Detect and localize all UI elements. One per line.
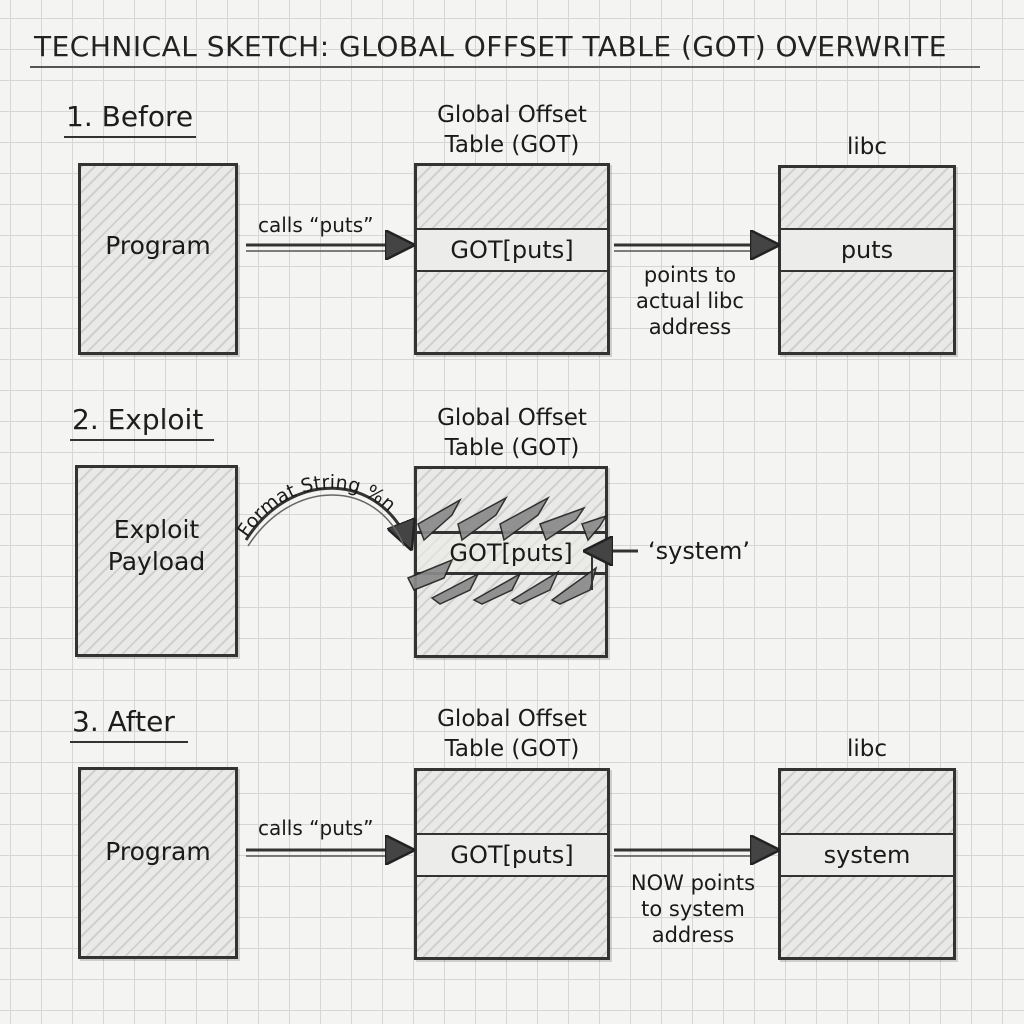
got-header-after: Global Offset Table (GOT) — [412, 704, 612, 764]
diagram-title: TECHNICAL SKETCH: GLOBAL OFFSET TABLE (G… — [34, 30, 947, 63]
libc-box-before: puts — [778, 165, 956, 355]
note-line3: address — [648, 315, 732, 339]
libc-header-before: libc — [846, 134, 888, 160]
note-line2: to system — [641, 897, 745, 921]
got-header-before: Global Offset Table (GOT) — [412, 100, 612, 160]
got-puts-slot: GOT[puts] — [417, 228, 607, 272]
arrow-format-string — [244, 486, 410, 546]
program-box-before: Program — [78, 163, 238, 355]
got-table-after: GOT[puts] — [414, 768, 610, 960]
libc-header-after: libc — [846, 736, 888, 762]
got-table-before: GOT[puts] — [414, 163, 610, 355]
payload-line1: Exploit — [113, 515, 200, 544]
section-exploit-underline — [70, 439, 214, 441]
title-underline — [30, 66, 980, 68]
arrow-program-to-got-after — [246, 850, 410, 856]
got-header-line2: Table (GOT) — [444, 736, 580, 762]
exploit-payload-box: Exploit Payload — [75, 465, 238, 657]
section-exploit-label: 2. Exploit — [72, 403, 204, 436]
arrow-got-to-libc-before — [614, 245, 775, 251]
libc-system-slot: system — [781, 833, 953, 877]
section-after-label: 3. After — [72, 705, 175, 738]
got-table-exploit: GOT[puts] — [414, 466, 608, 658]
now-points-note-after: NOW points to system address — [618, 870, 768, 948]
libc-puts-slot: puts — [781, 228, 953, 272]
got-puts-slot-overwritten: GOT[puts] — [417, 531, 605, 575]
section-before-underline — [64, 136, 196, 138]
section-before-label: 1. Before — [66, 100, 194, 133]
program-label: Program — [105, 231, 211, 260]
calls-puts-label-after: calls “puts” — [258, 816, 374, 840]
got-header-line2: Table (GOT) — [444, 132, 580, 158]
note-line2: actual libc — [636, 289, 744, 313]
arrow-got-to-libc-after — [614, 850, 775, 856]
got-header-line1: Global Offset — [437, 405, 587, 431]
got-header-line1: Global Offset — [437, 102, 587, 128]
note-line1: NOW points — [630, 871, 756, 895]
calls-puts-label-before: calls “puts” — [258, 213, 374, 237]
payload-label: Exploit Payload — [78, 514, 235, 578]
section-after-underline — [70, 741, 188, 743]
got-header-line1: Global Offset — [437, 706, 587, 732]
libc-box-after: system — [778, 768, 956, 960]
note-line1: points to — [643, 263, 737, 287]
arrow-program-to-got-before — [246, 245, 410, 251]
got-header-exploit: Global Offset Table (GOT) — [412, 403, 612, 463]
got-header-line2: Table (GOT) — [444, 435, 580, 461]
system-injected-value: ‘system’ — [648, 537, 751, 565]
format-string-label: Format String %n — [233, 471, 400, 541]
got-puts-slot: GOT[puts] — [417, 833, 607, 877]
points-to-note-before: points to actual libc address — [620, 262, 760, 340]
payload-line2: Payload — [107, 547, 206, 576]
note-line3: address — [651, 923, 735, 947]
program-box-after: Program — [78, 767, 238, 959]
program-label: Program — [105, 837, 211, 866]
